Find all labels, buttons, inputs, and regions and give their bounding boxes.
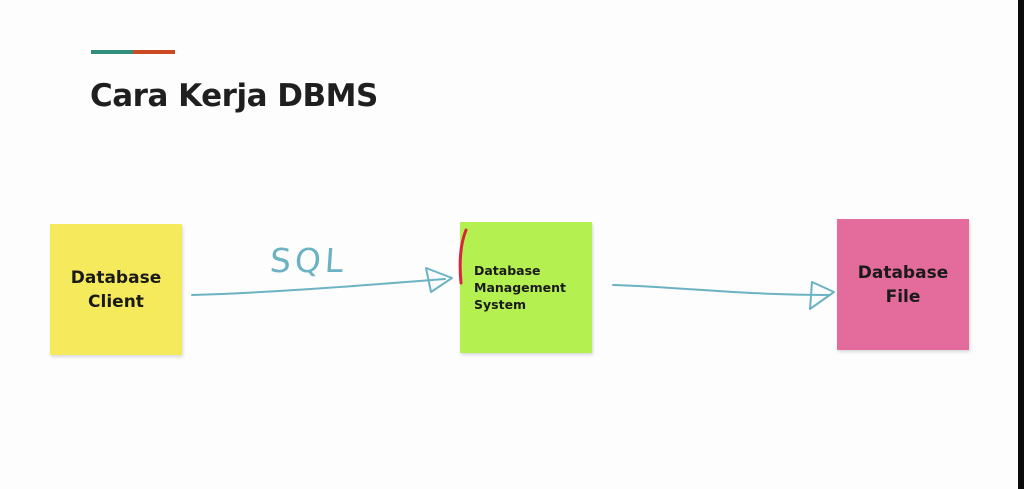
node-label-line: File [885,286,921,307]
node-label-line: System [474,297,527,312]
arrowhead-dbms-to-file [809,281,835,310]
title-accent-bar [91,50,175,54]
arrowhead-client-to-dbms [425,267,453,293]
accent-segment-teal [91,50,133,54]
right-edge-border [1018,0,1024,489]
node-label-line: Database [70,267,162,288]
node-database-file: Database File [837,219,969,350]
node-database-client: Database Client [50,224,182,355]
arrow-dbms-to-file [612,284,831,296]
arrow-client-to-dbms [191,278,446,296]
node-label-line: Database [857,262,949,283]
node-label-line: Management [474,280,567,295]
slide-title: Cara Kerja DBMS [90,78,378,114]
node-label-line: Database [474,263,541,278]
highlight-mark [458,228,468,285]
accent-segment-orange [133,50,175,54]
node-label-line: Client [88,291,144,312]
node-database-management-system: Database Management System [460,222,592,353]
